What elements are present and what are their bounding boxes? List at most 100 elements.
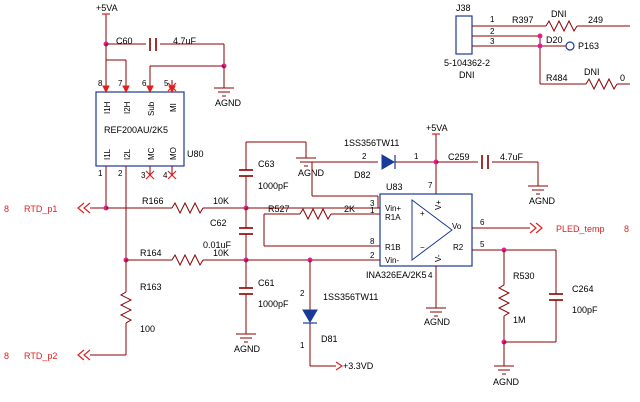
svg-text:U83: U83 <box>386 182 403 192</box>
svg-text:AGND: AGND <box>529 196 556 206</box>
svg-text:Sub: Sub <box>147 101 156 116</box>
svg-text:10K: 10K <box>213 196 229 206</box>
svg-text:4: 4 <box>163 171 168 180</box>
svg-text:249: 249 <box>588 15 603 25</box>
svg-text:R1B: R1B <box>385 243 401 252</box>
svg-text:2K: 2K <box>344 204 355 214</box>
pled-temp-netlabel: PLED_temp 8 <box>529 222 629 234</box>
d82-diode: 2 1 1SS356TW11 D82 <box>311 138 439 208</box>
svg-text:2: 2 <box>118 169 123 178</box>
svg-text:INA326EA/2K5: INA326EA/2K5 <box>366 270 427 280</box>
svg-text:R1A: R1A <box>385 213 401 222</box>
svg-text:AGND: AGND <box>424 317 451 327</box>
agnd-c60: AGND <box>214 87 242 108</box>
svg-text:I1H: I1H <box>103 101 112 114</box>
svg-text:4.7uF: 4.7uF <box>500 152 524 162</box>
svg-text:3: 3 <box>370 199 375 208</box>
svg-text:2: 2 <box>300 289 305 298</box>
svg-text:8: 8 <box>4 351 9 361</box>
svg-text:2: 2 <box>490 27 495 36</box>
svg-text:DNI: DNI <box>584 67 600 77</box>
svg-text:V+: V+ <box>434 200 443 210</box>
r397-resistor: R397 DNI 249 <box>512 9 630 33</box>
svg-text:1: 1 <box>98 169 103 178</box>
svg-text:6: 6 <box>142 79 147 88</box>
svg-text:0.01uF: 0.01uF <box>203 240 232 250</box>
svg-text:R397: R397 <box>512 15 534 25</box>
svg-text:V-: V- <box>434 254 443 262</box>
svg-text:3: 3 <box>490 37 495 46</box>
svg-text:RTD_p2: RTD_p2 <box>24 351 57 361</box>
svg-text:1000pF: 1000pF <box>258 299 289 309</box>
svg-text:+3.3VD: +3.3VD <box>343 361 374 371</box>
svg-text:1SS356TW11: 1SS356TW11 <box>323 292 378 302</box>
svg-text:1: 1 <box>414 152 419 161</box>
svg-text:AGND: AGND <box>234 344 261 354</box>
svg-text:R166: R166 <box>142 196 164 206</box>
svg-text:5: 5 <box>480 240 485 249</box>
svg-text:8: 8 <box>98 79 103 88</box>
svg-text:R164: R164 <box>140 248 162 258</box>
svg-text:2: 2 <box>370 251 375 260</box>
rtd-p1-netlabel: 8 RTD_p1 <box>4 202 109 214</box>
svg-text:R527: R527 <box>268 204 290 214</box>
r527-resistor: R527 2K <box>263 204 380 247</box>
svg-text:1: 1 <box>370 206 375 215</box>
svg-text:Vin+: Vin+ <box>385 204 401 213</box>
svg-text:MC: MC <box>147 147 156 160</box>
svg-text:I2H: I2H <box>123 101 132 114</box>
cap-column: AGND C63 1000pF C62 0.01uF C61 1000pF <box>203 141 307 354</box>
svg-text:0: 0 <box>620 73 625 83</box>
r166-resistor: R166 10K <box>106 196 246 215</box>
svg-text:RTD_p1: RTD_p1 <box>24 204 57 214</box>
svg-text:8: 8 <box>370 237 375 246</box>
svg-text:1SS356TW11: 1SS356TW11 <box>344 138 399 148</box>
svg-text:6: 6 <box>480 218 485 227</box>
svg-text:7: 7 <box>118 79 123 88</box>
svg-text:8: 8 <box>624 224 629 234</box>
svg-text:C62: C62 <box>210 218 227 228</box>
svg-text:AGND: AGND <box>493 377 520 387</box>
svg-text:8: 8 <box>4 204 9 214</box>
r163-resistor: R163 100 <box>119 260 162 355</box>
d81-diode: 2 1 1SS356TW11 D81 +3.3VD <box>300 257 378 371</box>
svg-text:1: 1 <box>300 341 305 350</box>
svg-text:D81: D81 <box>321 334 338 344</box>
svg-text:Vin-: Vin- <box>385 256 399 265</box>
rtd-p2-netlabel: 8 RTD_p2 <box>4 349 126 361</box>
svg-text:D20: D20 <box>546 35 563 45</box>
svg-text:7: 7 <box>428 181 433 190</box>
svg-text:DNI: DNI <box>551 9 567 19</box>
j38-connector: J38 5-104362-2 DNI 1 2 3 <box>444 3 546 80</box>
svg-text:3: 3 <box>141 171 146 180</box>
svg-text:5-104362-2: 5-104362-2 <box>444 58 490 68</box>
svg-text:MI: MI <box>169 103 178 112</box>
svg-text:R484: R484 <box>546 73 568 83</box>
svg-text:C60: C60 <box>116 36 133 46</box>
svg-text:R2: R2 <box>453 243 464 252</box>
u83-ic: 3 1 8 2 Vin+ R1A R1B Vin- + − Vo R2 V+ V… <box>246 123 530 327</box>
svg-text:D82: D82 <box>354 170 371 180</box>
svg-text:REF200AU/2K5: REF200AU/2K5 <box>104 125 168 135</box>
svg-text:J38: J38 <box>456 3 471 13</box>
svg-text:1: 1 <box>490 15 495 24</box>
svg-text:Vo: Vo <box>452 222 462 231</box>
c259-capacitor: AGND C259 4.7uF <box>436 152 556 206</box>
svg-text:C61: C61 <box>258 278 275 288</box>
svg-text:2: 2 <box>362 152 367 161</box>
svg-text:AGND: AGND <box>298 168 325 178</box>
vcc-top-symbol: +5VA <box>96 3 118 47</box>
svg-text:MO: MO <box>169 147 178 160</box>
svg-text:I1L: I1L <box>103 148 112 160</box>
svg-text:PLED_temp: PLED_temp <box>556 224 605 234</box>
svg-text:P163: P163 <box>578 41 599 51</box>
svg-text:U80: U80 <box>187 149 204 159</box>
svg-text:I2L: I2L <box>123 148 132 160</box>
svg-text:+: + <box>420 209 425 218</box>
svg-text:5: 5 <box>164 79 169 88</box>
svg-text:−: − <box>420 243 425 252</box>
svg-text:+5VA: +5VA <box>426 123 448 133</box>
svg-text:R163: R163 <box>140 282 162 292</box>
svg-text:AGND: AGND <box>215 98 242 108</box>
